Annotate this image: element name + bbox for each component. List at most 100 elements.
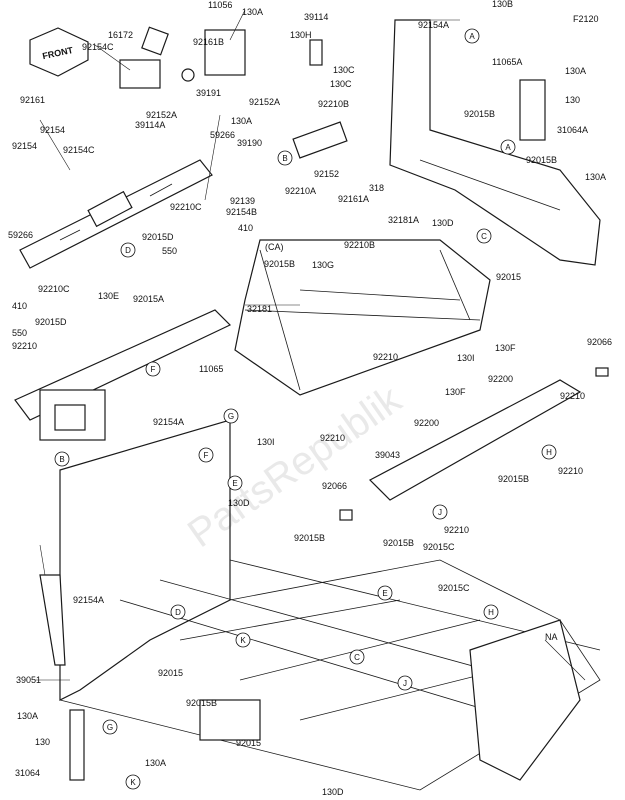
part-label: 92210 [560,391,585,401]
callout-marker: H [541,444,557,460]
part-label: 130D [432,218,454,228]
part-label: 92210 [12,341,37,351]
svg-text:B: B [282,154,287,163]
part-label: 92015 [158,668,183,678]
part-label: 92210 [558,466,583,476]
callout-marker: K [235,632,251,648]
part-label: 92154 [40,125,65,135]
part-label: 92015B [526,155,557,165]
callout-marker: A [500,139,516,155]
svg-text:A: A [469,32,475,41]
part-label: 92200 [488,374,513,384]
part-label: 92210 [373,352,398,362]
part-label: 92154A [418,20,449,30]
side-rail-right [339,367,609,521]
part-label: 92161 [20,95,45,105]
part-label: 92210A [285,186,316,196]
part-label: 92210B [344,240,375,250]
svg-text:G: G [228,412,234,421]
part-label: 130E [98,291,119,301]
part-label: 410 [12,301,27,311]
part-label: 92139 [230,196,255,206]
part-label: 92210 [320,433,345,443]
part-label: 130D [322,787,344,797]
part-label: 92066 [587,337,612,347]
part-label: 130H [290,30,312,40]
part-label: 92015 [496,272,521,282]
part-label: 92015A [133,294,164,304]
part-label: 92066 [322,481,347,491]
part-label: 92154A [153,417,184,427]
svg-text:K: K [240,636,246,645]
steering-column [119,26,348,159]
front-arrow-icon: FRONT [29,27,89,77]
svg-text:J: J [403,679,407,688]
part-label: 130C [330,79,352,89]
part-label: 92210B [318,99,349,109]
part-label: 92154C [82,42,114,52]
left-post [39,574,85,781]
svg-text:B: B [59,455,64,464]
svg-text:K: K [130,778,136,787]
part-label: 130I [257,437,275,447]
part-label: 130B [492,0,513,9]
part-label: 59266 [8,230,33,240]
part-label: 39190 [237,138,262,148]
callout-marker: J [397,675,413,691]
steering-rack [19,159,213,269]
part-label: 410 [238,223,253,233]
svg-text:H: H [546,448,552,457]
part-label: 92210 [444,525,469,535]
part-label: 130G [312,260,334,270]
part-label: 92015C [423,542,455,552]
part-label: 39043 [375,450,400,460]
part-label: 16172 [108,30,133,40]
part-label: 31064 [15,768,40,778]
part-label: 130A [242,7,263,17]
part-label: 92210C [38,284,70,294]
svg-text:C: C [481,232,487,241]
callout-marker: F [198,447,214,463]
part-label: 92152A [146,110,177,120]
part-label: 130F [495,343,516,353]
part-label: 130 [565,95,580,105]
svg-text:C: C [354,653,360,662]
callout-marker: J [432,504,448,520]
figure-code: F2120 [573,14,599,24]
part-label: 92015B [186,698,217,708]
svg-text:D: D [175,608,181,617]
part-label: (CA) [265,242,284,252]
callout-marker: A [464,28,480,44]
callout-marker: G [223,408,239,424]
part-label: 92152 [314,169,339,179]
part-label: 92154B [226,207,257,217]
part-label: 550 [12,328,27,338]
part-label: 92015B [464,109,495,119]
svg-text:E: E [382,589,387,598]
part-label: 92015D [35,317,67,327]
callout-marker: G [102,719,118,735]
part-label: 92152A [249,97,280,107]
mount-bracket-right [389,19,601,266]
callout-marker: K [125,774,141,790]
part-label: 92161A [338,194,369,204]
part-label: 92015B [294,533,325,543]
part-label: 130A [17,711,38,721]
svg-text:H: H [488,608,494,617]
callout-marker: C [349,649,365,665]
callout-marker: E [227,475,243,491]
part-label: 39051 [16,675,41,685]
part-label: 130I [457,353,475,363]
part-label: 92154 [12,141,37,151]
part-label: 130 [35,737,50,747]
part-label: 31064A [557,125,588,135]
part-label: 130A [565,66,586,76]
part-label: 92015B [264,259,295,269]
callout-marker: D [170,604,186,620]
svg-text:F: F [204,451,209,460]
part-label: 92161B [193,37,224,47]
svg-text:F: F [151,365,156,374]
